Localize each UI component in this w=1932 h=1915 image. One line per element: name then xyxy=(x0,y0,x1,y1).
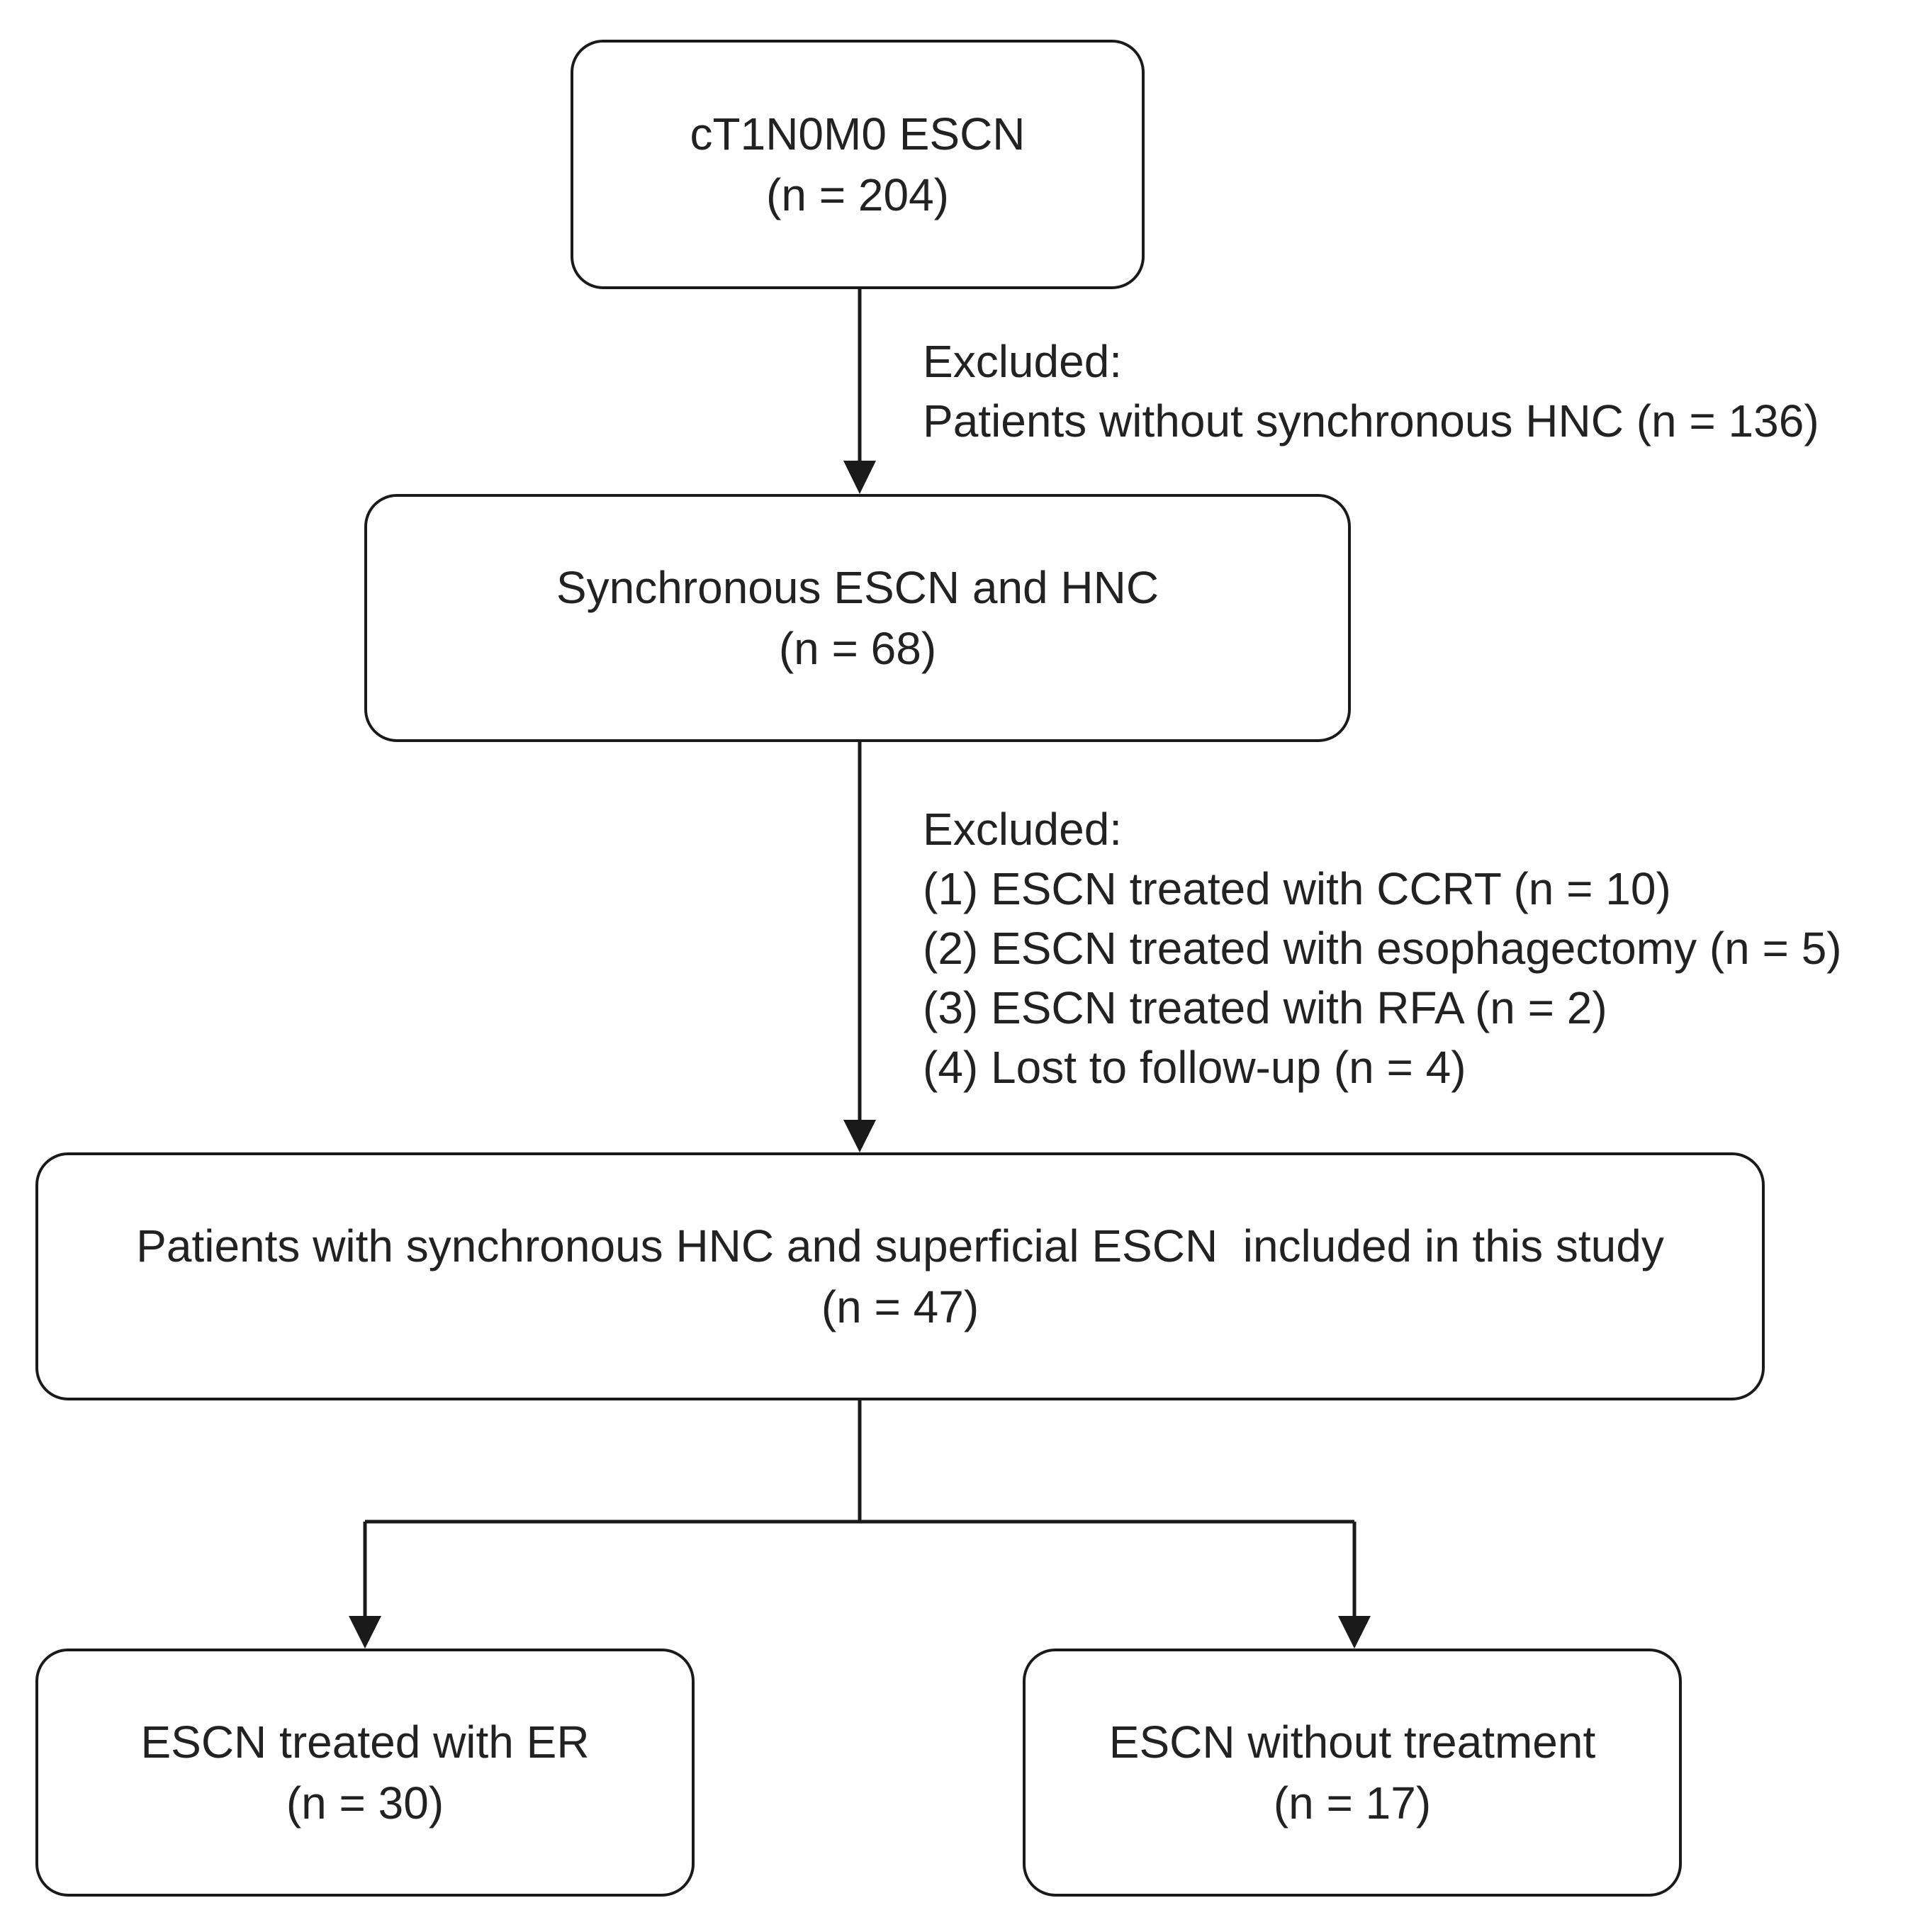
arrowhead-3 xyxy=(349,1616,381,1649)
box-included-title: Patients with synchronous HNC and superf… xyxy=(136,1220,1664,1271)
box-no-treatment-count: (n = 17) xyxy=(1273,1778,1432,1829)
box-no-treatment-title: ESCN without treatment xyxy=(1108,1717,1596,1768)
box-screened-title: cT1N0M0 ESCN xyxy=(690,108,1026,159)
box-treated-er-count: (n = 30) xyxy=(286,1778,444,1829)
box-no-treatment: ESCN without treatment (n = 17) xyxy=(1023,1649,1682,1897)
exclusion-note-1: Excluded: Patients without synchronous H… xyxy=(923,332,1819,451)
box-included-patients: Patients with synchronous HNC and superf… xyxy=(35,1152,1765,1400)
exclusion-2-heading: Excluded: xyxy=(923,804,1123,855)
box-synchronous-count: (n = 68) xyxy=(778,623,937,674)
box-treated-er-title: ESCN treated with ER xyxy=(140,1717,590,1768)
exclusion-2-item: (1) ESCN treated with CCRT (n = 10) xyxy=(923,863,1671,914)
exclusion-note-2: Excluded: (1) ESCN treated with CCRT (n … xyxy=(923,799,1842,1097)
box-screened-count: (n = 204) xyxy=(766,169,949,220)
exclusion-1-heading: Excluded: xyxy=(923,336,1123,387)
exclusion-2-item: (4) Lost to follow-up (n = 4) xyxy=(923,1042,1466,1093)
box-synchronous: Synchronous ESCN and HNC (n = 68) xyxy=(364,494,1351,742)
arrowhead-4 xyxy=(1338,1616,1371,1649)
arrowhead-1 xyxy=(843,461,876,494)
box-synchronous-title: Synchronous ESCN and HNC xyxy=(556,562,1159,613)
exclusion-1-item: Patients without synchronous HNC (n = 13… xyxy=(923,395,1819,447)
box-included-count: (n = 47) xyxy=(821,1281,979,1332)
exclusion-2-item: (2) ESCN treated with esophagectomy (n =… xyxy=(923,923,1842,974)
box-screened-patients: cT1N0M0 ESCN (n = 204) xyxy=(571,40,1145,289)
box-treated-er: ESCN treated with ER (n = 30) xyxy=(35,1649,695,1897)
arrowhead-2 xyxy=(843,1120,876,1152)
exclusion-2-item: (3) ESCN treated with RFA (n = 2) xyxy=(923,982,1607,1033)
